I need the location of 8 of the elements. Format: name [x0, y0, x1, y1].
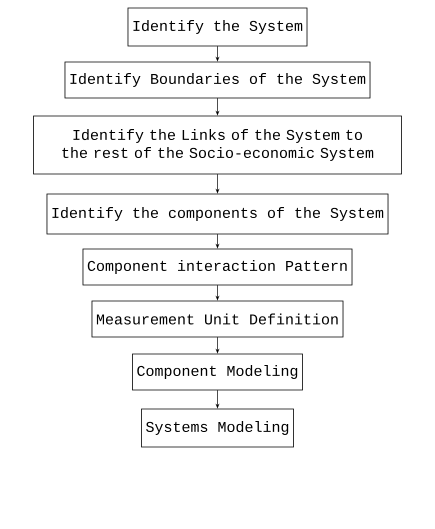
- process-box: Measurement Unit Definition: [92, 300, 344, 338]
- process-box: Component Modeling: [132, 354, 303, 390]
- process-box: Identify the System: [128, 8, 308, 46]
- process-box: Identify the components of the System: [46, 194, 388, 234]
- process-box: Identify the Links of the System to the rest of the Socio-economic System: [33, 116, 402, 174]
- process-box: Identify Boundaries of the System: [64, 62, 370, 98]
- process-box: Systems Modeling: [141, 408, 294, 448]
- process-box: Component interaction Pattern: [82, 248, 352, 286]
